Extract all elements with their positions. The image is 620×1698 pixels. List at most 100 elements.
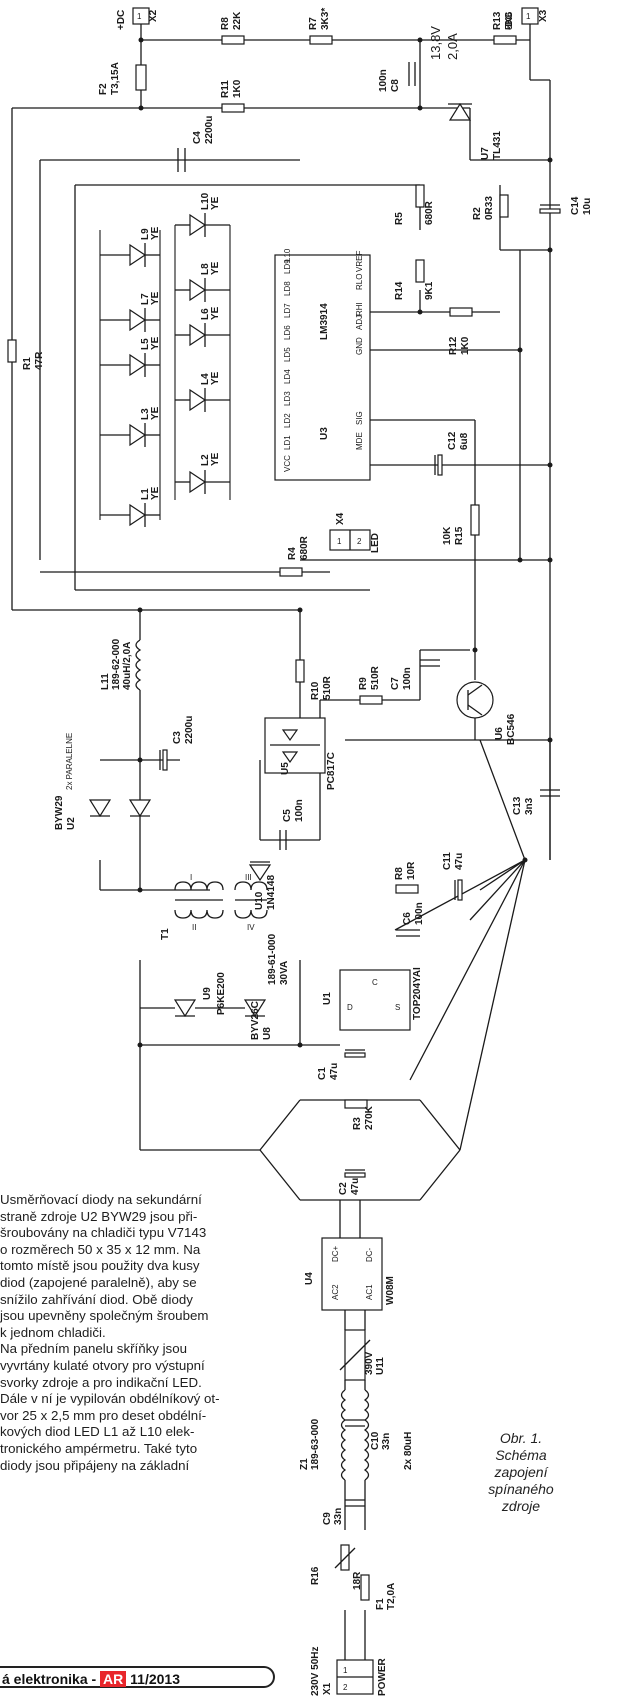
svg-text:1: 1 [343,1666,348,1675]
article-line: vyvrtány kulaté otvory pro výstupní [0,1357,205,1373]
svg-text:T2,0A: T2,0A [386,1583,397,1610]
figure-caption: Obr. 1. Schéma zapojení spínaného zdroje [466,1430,576,1515]
svg-text:W08M: W08M [385,1276,396,1305]
led-l4: L4 YE [175,371,230,412]
svg-text:2: 2 [357,537,362,546]
svg-text:10R: 10R [406,861,417,880]
svg-text:L7: L7 [140,293,151,305]
capacitor-c8: C8 100n [378,62,416,92]
article-line: Na předním panelu skříňky jsou [0,1341,187,1357]
svg-text:2200u: 2200u [184,716,195,744]
svg-text:L3: L3 [140,408,151,420]
connector-x2: 1 X2 +DC [116,7,159,30]
svg-text:R16: R16 [310,1566,321,1585]
svg-text:47u: 47u [350,1178,361,1195]
svg-text:II: II [192,923,196,932]
svg-text:X2: X2 [148,9,159,22]
svg-text:230V 50Hz: 230V 50Hz [310,1647,321,1696]
svg-text:IV: IV [247,923,255,932]
capacitor-c13: C13 3n3 [512,789,560,815]
svg-text:LD7: LD7 [283,303,292,318]
svg-text:AC1: AC1 [365,1284,374,1300]
connector-x4: 1 2 X4 LED [329,512,381,553]
led-l7: L7 YE [100,291,161,332]
connector-x3: 1 X3 -DC [504,7,549,30]
caption-line: zdroje [501,1498,541,1514]
svg-text:VCC: VCC [283,455,292,472]
svg-text:R3: R3 [352,1117,363,1130]
resistor-r14: R14 9K1 [394,259,435,300]
svg-text:LD1: LD1 [283,435,292,450]
capacitor-c6: C6 100n [396,902,425,937]
svg-text:BC546: BC546 [506,713,517,745]
svg-text:YE: YE [150,291,161,305]
svg-text:30VA: 30VA [279,961,290,985]
svg-text:F2: F2 [98,83,109,95]
svg-text:9K1: 9K1 [424,281,435,300]
svg-text:S: S [395,1003,400,1012]
svg-text:L6: L6 [200,308,211,320]
capacitor-c14: C14 10u [539,196,593,215]
svg-text:C6: C6 [402,912,413,925]
svg-text:MDE: MDE [355,432,364,450]
svg-text:100n: 100n [414,902,425,925]
svg-text:POWER: POWER [377,1657,388,1696]
svg-text:DC+: DC+ [331,1245,340,1262]
svg-text:RLO: RLO [355,274,364,290]
led-l9: L9 YE [100,226,161,267]
svg-text:L2: L2 [200,454,211,466]
resistor-r8-bottom: R8 10R [394,861,419,894]
svg-text:YE: YE [150,406,161,420]
led-l10: L10 YE [175,192,230,237]
fuse-f1: F1 T2,0A [360,1574,397,1610]
svg-text:LD5: LD5 [283,347,292,362]
svg-text:L4: L4 [200,373,211,385]
svg-text:3n3: 3n3 [524,797,535,815]
svg-text:100n: 100n [294,799,305,822]
svg-text:100n: 100n [378,69,389,92]
svg-text:F1: F1 [375,1598,386,1610]
svg-text:2x PARALELNE: 2x PARALELNE [65,733,74,790]
svg-text:189-61-000: 189-61-000 [267,933,278,985]
output-current: 2,0A [445,33,460,60]
svg-text:5K6: 5K6 [504,11,515,30]
svg-text:3K3*: 3K3* [320,8,331,30]
svg-text:R7: R7 [308,17,319,30]
article-line: vor 25 x 2,5 mm pro deset obdélní- [0,1407,207,1423]
led-l1: L1 YE [100,486,161,527]
page-footer: á elektronika - AR 11/2013 [0,1666,275,1688]
svg-text:YE: YE [210,306,221,320]
svg-text:C2: C2 [338,1182,349,1195]
svg-text:YE: YE [150,226,161,240]
fuse-f2: F2 T3,15A [98,62,147,95]
bridge-u4-w08m: DC+ DC- AC2 AC1 U4 W08M [304,1237,396,1311]
svg-text:L5: L5 [140,338,151,350]
svg-text:X3: X3 [538,9,549,22]
svg-text:22K: 22K [232,11,243,30]
svg-text:LD3: LD3 [283,391,292,406]
zener-u7: U7 TL431 [448,102,503,160]
svg-text:C9: C9 [322,1512,333,1525]
svg-text:U8: U8 [262,1027,273,1040]
svg-text:AC2: AC2 [331,1284,340,1300]
svg-text:C14: C14 [570,196,581,215]
choke-z1: Z1 189-63-000 2x 80uH [299,1389,414,1481]
article-line: tomto místě jsou použity dva kusy [0,1258,200,1274]
svg-text:R2: R2 [472,207,483,220]
svg-text:C5: C5 [282,809,293,822]
svg-text:R14: R14 [394,281,405,300]
svg-text:U1: U1 [322,992,333,1005]
svg-text:LM3914: LM3914 [319,303,330,340]
svg-text:C7: C7 [390,677,401,690]
svg-text:189-62-000: 189-62-000 [111,638,122,690]
capacitor-c7: C7 100n [390,659,440,690]
resistor-r9: R9 510R [358,665,383,705]
tvs-u9: U9 P6KE200 [140,972,227,1018]
svg-text:TL431: TL431 [492,131,503,160]
capacitor-c4: C4 2200u [177,116,215,172]
resistor-r15: R15 10K [442,504,480,545]
svg-text:0R33: 0R33 [484,196,495,220]
svg-text:40uH/2,0A: 40uH/2,0A [122,642,133,690]
svg-text:C11: C11 [442,852,453,870]
